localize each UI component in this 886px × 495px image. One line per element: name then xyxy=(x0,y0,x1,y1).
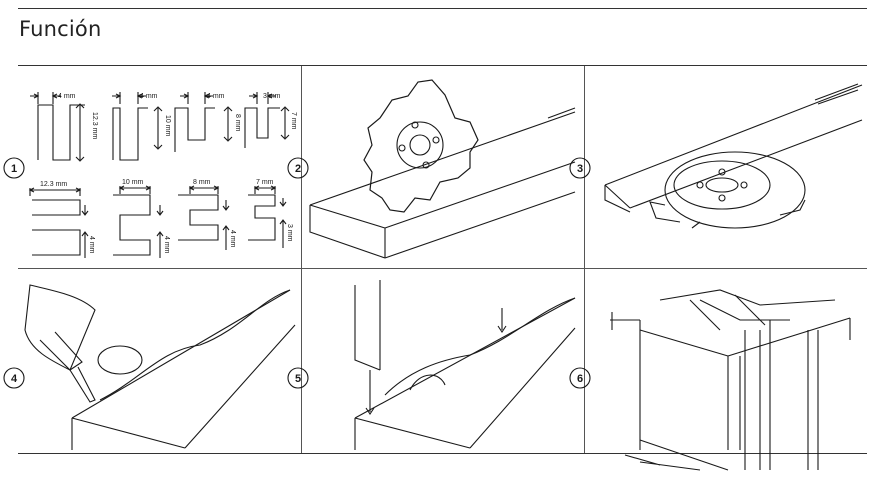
width-label: 3 mm xyxy=(263,93,281,100)
groove-top-2 xyxy=(112,92,163,161)
groove-top-3 xyxy=(174,92,233,152)
step-5-circle xyxy=(287,367,309,389)
groove-bottom-2 xyxy=(113,185,164,258)
groove-top-4 xyxy=(244,92,290,148)
depth-label: 4 mm xyxy=(229,230,236,248)
frame-illustration xyxy=(610,289,851,471)
step-number: 6 xyxy=(577,373,583,385)
groove-bottom-1 xyxy=(28,187,89,258)
step-6-circle xyxy=(569,367,591,389)
step-4-circle xyxy=(3,367,25,389)
width-label: 4 mm xyxy=(140,93,158,100)
groove-top-1 xyxy=(30,92,85,162)
depth-label: 3 mm xyxy=(286,224,293,242)
step-3-circle xyxy=(569,157,591,179)
grid-divider xyxy=(301,66,302,453)
title-rule xyxy=(18,65,867,66)
depth-label: 12.3 mm xyxy=(91,112,98,139)
glue-illustration xyxy=(24,284,296,450)
step-markers: 1 2 3 4 5 6 xyxy=(3,157,591,389)
width-label: 7 mm xyxy=(256,179,274,186)
page-title: Función xyxy=(19,17,102,41)
width-label: 12.3 mm xyxy=(40,181,67,188)
grid-divider xyxy=(584,66,585,453)
depth-label: 4 mm xyxy=(163,236,170,254)
depth-label: 4 mm xyxy=(88,236,95,254)
width-label: 4 mm xyxy=(207,93,225,100)
step-number: 1 xyxy=(11,163,17,175)
width-label: 4 mm xyxy=(58,93,76,100)
groove-bottom-3 xyxy=(178,185,230,250)
depth-label: 7 mm xyxy=(290,112,297,130)
step-number: 4 xyxy=(11,373,18,385)
width-label: 10 mm xyxy=(122,179,144,186)
width-label: 8 mm xyxy=(193,179,211,186)
cutter-illustration xyxy=(309,79,576,259)
step-1-circle xyxy=(3,157,25,179)
step-number: 3 xyxy=(577,163,583,175)
groove-diagram: 4 mm 4 mm 4 mm 3 mm 12.3 mm 10 mm 8 mm 7… xyxy=(28,92,297,258)
groove-bottom-4 xyxy=(248,185,287,248)
depth-label: 10 mm xyxy=(164,115,171,137)
bottom-rule xyxy=(18,453,867,454)
grid-divider xyxy=(18,268,867,269)
slot-cutter-illustration xyxy=(604,83,863,229)
assembly-illustration xyxy=(354,280,576,450)
step-number: 5 xyxy=(295,373,301,385)
step-2-circle xyxy=(287,157,309,179)
depth-label: 8 mm xyxy=(234,114,241,132)
step-number: 2 xyxy=(295,163,301,175)
top-rule xyxy=(18,8,867,9)
